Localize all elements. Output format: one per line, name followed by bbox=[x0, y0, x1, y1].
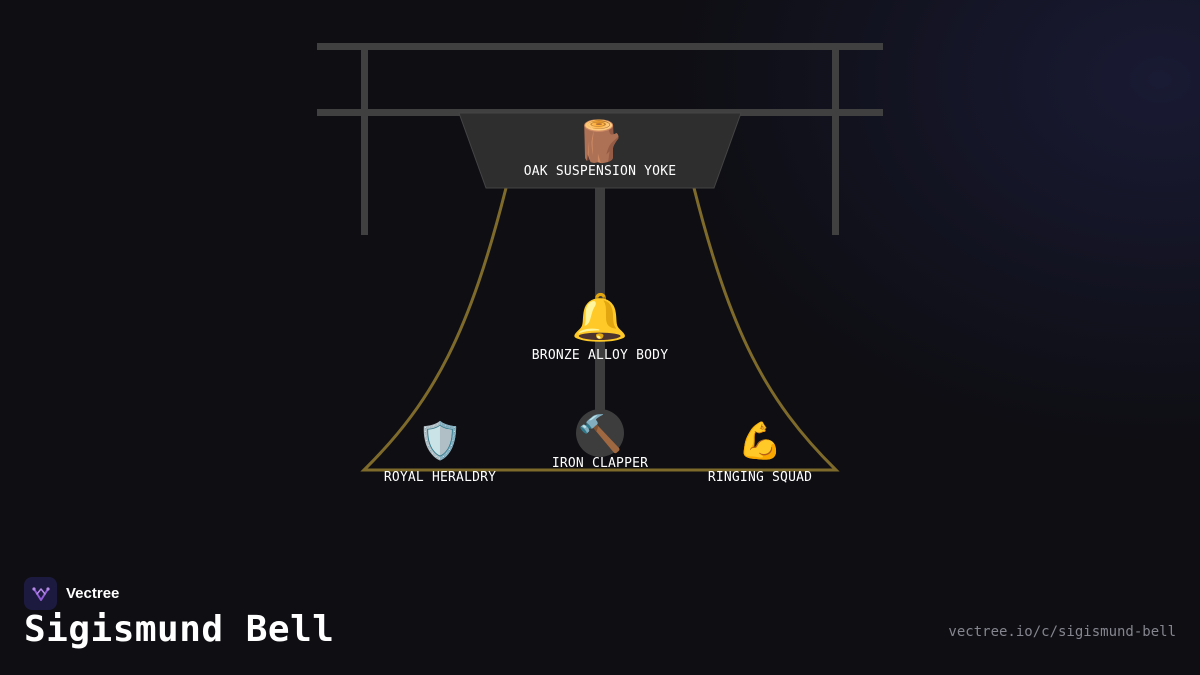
flexed-biceps-icon: 💪 bbox=[738, 420, 783, 462]
node-label-body: BRONZE ALLOY BODY bbox=[532, 348, 668, 363]
node-royal-heraldry[interactable]: 🛡️ ROYAL HERALDRY bbox=[384, 420, 496, 485]
frame-left-post bbox=[361, 47, 368, 235]
node-oak-suspension-yoke[interactable]: 🪵 OAK SUSPENSION YOKE bbox=[524, 118, 677, 179]
page-title: Sigismund Bell bbox=[24, 609, 335, 650]
bell-icon: 🔔 bbox=[571, 290, 628, 344]
node-ringing-squad[interactable]: 💪 RINGING SQUAD bbox=[708, 420, 812, 485]
clapper-circle bbox=[576, 409, 624, 457]
clapper-rod bbox=[595, 188, 605, 418]
hammer-icon: 🔨 bbox=[578, 413, 623, 455]
brand: Vectree bbox=[24, 577, 119, 610]
node-label-heraldry: ROYAL HERALDRY bbox=[384, 470, 496, 485]
node-label-squad: RINGING SQUAD bbox=[708, 470, 812, 485]
node-bronze-alloy-body[interactable]: 🔔 BRONZE ALLOY BODY bbox=[532, 290, 668, 363]
node-label-clapper: IRON CLAPPER bbox=[552, 456, 648, 471]
shield-icon: 🛡️ bbox=[418, 420, 463, 462]
yoke-block bbox=[458, 112, 742, 189]
node-iron-clapper[interactable]: 🔨 IRON CLAPPER bbox=[552, 409, 648, 471]
page-url[interactable]: vectree.io/c/sigismund-bell bbox=[948, 624, 1176, 640]
brand-name: Vectree bbox=[66, 585, 120, 602]
wood-log-icon: 🪵 bbox=[575, 118, 625, 165]
frame-right-post bbox=[832, 47, 839, 235]
frame-top-beam bbox=[317, 43, 883, 50]
node-label-yoke: OAK SUSPENSION YOKE bbox=[524, 164, 677, 179]
bell-outline bbox=[360, 187, 840, 472]
vectree-logo-icon bbox=[24, 577, 57, 610]
